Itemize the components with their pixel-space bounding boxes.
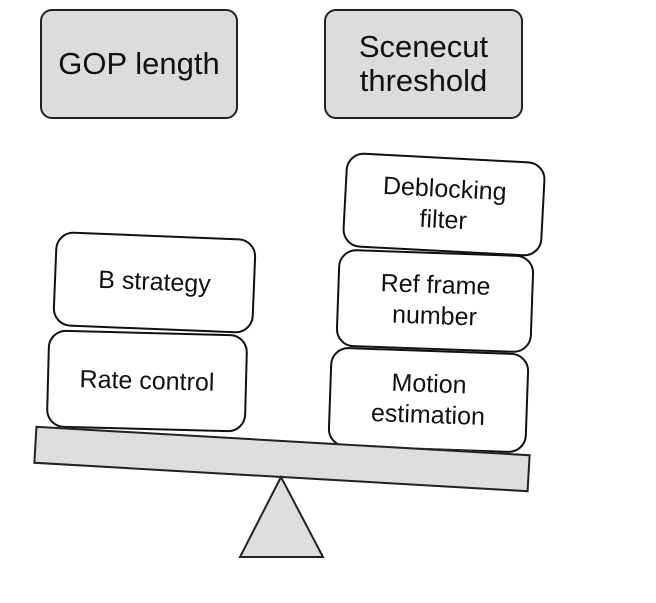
gop-length-box: GOP length: [40, 9, 238, 119]
scenecut-threshold-box: Scenecut threshold: [324, 9, 523, 119]
